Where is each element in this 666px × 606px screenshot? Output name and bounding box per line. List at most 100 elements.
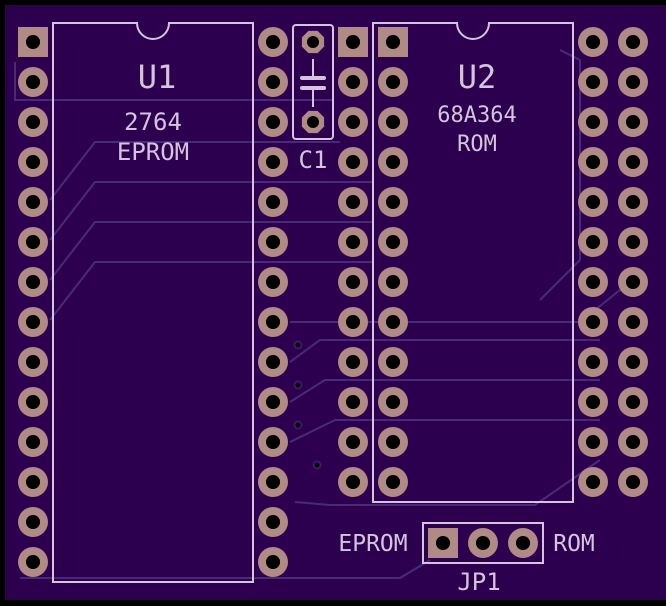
- header-b-pad: [618, 307, 648, 337]
- header-a-pad: [338, 187, 368, 217]
- u2-left-pad: [378, 227, 408, 257]
- u1-right-pad: [258, 427, 288, 457]
- u1-right-pad: [258, 347, 288, 377]
- u2-right-pad: [578, 147, 608, 177]
- header-a-pad: [338, 347, 368, 377]
- u1-left-pad: [18, 467, 48, 497]
- jp1-eprom-label: EPROM: [338, 531, 407, 557]
- u2-left-pad: [378, 107, 408, 137]
- u2-right-pad: [578, 227, 608, 257]
- header-a-pad: [338, 107, 368, 137]
- u2-left-pad: [378, 67, 408, 97]
- u2-right-pad: [578, 187, 608, 217]
- u2-outline: [372, 22, 574, 503]
- u2-right-pad: [578, 27, 608, 57]
- header-b-pad: [618, 347, 648, 377]
- header-a-pad: [338, 387, 368, 417]
- via: [312, 460, 322, 470]
- u1-right-pad: [258, 507, 288, 537]
- c1-pad: [301, 110, 325, 134]
- u2-left-pad: [378, 347, 408, 377]
- u2-right-pad: [578, 307, 608, 337]
- header-b-pad: [618, 107, 648, 137]
- u1-outline: [52, 22, 254, 583]
- header-b-pad: [618, 387, 648, 417]
- u2-left-pad: [378, 467, 408, 497]
- u1-left-pad: [18, 267, 48, 297]
- u1-left-pad: [18, 347, 48, 377]
- u2-value-label: 68A364: [437, 103, 516, 128]
- header-a-pad: [338, 67, 368, 97]
- u1-right-pad: [258, 67, 288, 97]
- u1-left-pad: [18, 27, 48, 57]
- via: [293, 340, 303, 350]
- via: [293, 420, 303, 430]
- jp1-outline: [422, 522, 544, 564]
- u2-ref-label: U2: [458, 58, 497, 96]
- header-b-pad: [618, 27, 648, 57]
- header-a-pad: [338, 147, 368, 177]
- header-b-pad: [618, 427, 648, 457]
- u2-right-pad: [578, 107, 608, 137]
- u1-right-pad: [258, 27, 288, 57]
- u1-left-pad: [18, 427, 48, 457]
- u1-value-label: 2764: [124, 108, 182, 136]
- u1-right-pad: [258, 187, 288, 217]
- u2-left-pad: [378, 387, 408, 417]
- header-b-pad: [618, 267, 648, 297]
- pads: [18, 27, 648, 577]
- u1-left-pad: [18, 307, 48, 337]
- via: [293, 380, 303, 390]
- u1-left-pad: [18, 107, 48, 137]
- u1-type-label: EPROM: [117, 138, 189, 166]
- vias: [293, 340, 322, 470]
- u2-left-pad: [378, 267, 408, 297]
- u1-left-pad: [18, 187, 48, 217]
- jp1-pad: [508, 528, 538, 558]
- u1-right-pad: [258, 547, 288, 577]
- header-b-pad: [618, 467, 648, 497]
- u1-left-pad: [18, 147, 48, 177]
- u1-left-pad: [18, 67, 48, 97]
- header-b-pad: [618, 147, 648, 177]
- u2-left-pad: [378, 307, 408, 337]
- jp1-ref-label: JP1: [457, 568, 500, 596]
- header-b-pad: [618, 187, 648, 217]
- u1-right-pad: [258, 467, 288, 497]
- board-substrate: [5, 5, 666, 600]
- u2-left-pad: [378, 147, 408, 177]
- header-a-pad: [338, 267, 368, 297]
- u1-right-pad: [258, 227, 288, 257]
- header-b-pad: [618, 227, 648, 257]
- u1-right-pad: [258, 267, 288, 297]
- u2-right-pad: [578, 347, 608, 377]
- jp1-pad: [428, 528, 458, 558]
- u1-right-pad: [258, 147, 288, 177]
- u2-type-label: ROM: [457, 132, 497, 157]
- u2-right-pad: [578, 467, 608, 497]
- u2-left-pad: [378, 27, 408, 57]
- jp1-rom-label: ROM: [553, 531, 595, 557]
- header-b-pad: [618, 67, 648, 97]
- u2-right-pad: [578, 67, 608, 97]
- jp1-pad: [468, 528, 498, 558]
- u2-right-pad: [578, 387, 608, 417]
- u2-right-pad: [578, 427, 608, 457]
- header-a-pad: [338, 227, 368, 257]
- header-a-pad: [338, 307, 368, 337]
- u1-left-pad: [18, 507, 48, 537]
- u2-right-pad: [578, 267, 608, 297]
- c1-pad: [301, 30, 325, 54]
- u1-right-pad: [258, 107, 288, 137]
- u1-left-pad: [18, 547, 48, 577]
- header-a-pad: [338, 27, 368, 57]
- u1-right-pad: [258, 307, 288, 337]
- u1-left-pad: [18, 387, 48, 417]
- traces: [14, 49, 621, 579]
- header-a-pad: [338, 467, 368, 497]
- c1-outline: [292, 24, 334, 140]
- u2-left-pad: [378, 187, 408, 217]
- u2-left-pad: [378, 427, 408, 457]
- u1-left-pad: [18, 227, 48, 257]
